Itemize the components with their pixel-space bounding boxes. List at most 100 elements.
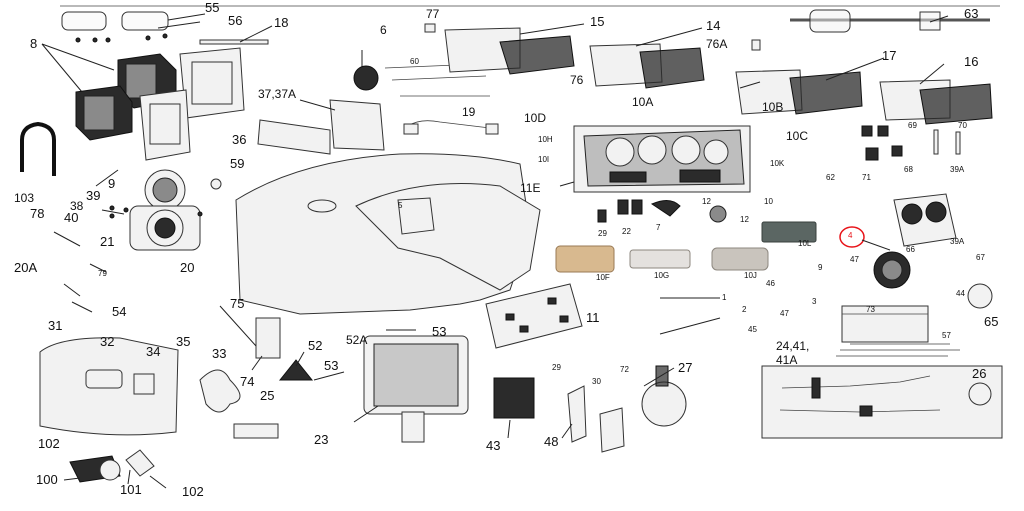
label-9[interactable]: 9 — [108, 176, 116, 191]
label-40[interactable]: 40 — [64, 210, 79, 225]
label-60[interactable]: 60 — [410, 57, 419, 66]
label-43[interactable]: 43 — [486, 438, 501, 453]
label-39a-right[interactable]: 39A — [950, 237, 965, 246]
label-72[interactable]: 72 — [620, 365, 629, 374]
part-10l-photo — [761, 221, 817, 243]
label-10f[interactable]: 10F — [596, 273, 610, 282]
label-10[interactable]: 10 — [764, 197, 773, 206]
label-39[interactable]: 39 — [86, 188, 101, 203]
label-65[interactable]: 65 — [984, 314, 999, 329]
label-46[interactable]: 46 — [766, 279, 775, 288]
label-20[interactable]: 20 — [180, 260, 195, 275]
label-103[interactable]: 103 — [14, 191, 35, 205]
label-1[interactable]: 1 — [722, 293, 727, 302]
label-30[interactable]: 30 — [592, 377, 601, 386]
label-69[interactable]: 69 — [908, 121, 917, 130]
label-39a-top[interactable]: 39A — [950, 165, 965, 174]
label-15[interactable]: 15 — [590, 14, 605, 29]
label-12a[interactable]: 12 — [702, 197, 711, 206]
label-75[interactable]: 75 — [230, 296, 245, 311]
label-10i[interactable]: 10I — [538, 155, 550, 164]
label-45[interactable]: 45 — [748, 325, 757, 334]
label-41a[interactable]: 41A — [776, 353, 798, 367]
label-71[interactable]: 71 — [862, 173, 871, 182]
label-78[interactable]: 78 — [30, 206, 45, 221]
label-10l[interactable]: 10L — [798, 239, 812, 248]
label-23[interactable]: 23 — [314, 432, 329, 447]
label-26[interactable]: 26 — [972, 366, 987, 381]
label-44[interactable]: 44 — [956, 289, 965, 298]
label-101[interactable]: 101 — [120, 482, 142, 497]
label-5[interactable]: 5 — [398, 201, 403, 210]
label-67[interactable]: 67 — [976, 253, 985, 262]
label-102b[interactable]: 102 — [182, 484, 204, 499]
label-56[interactable]: 56 — [228, 13, 243, 28]
label-2[interactable]: 2 — [742, 305, 747, 314]
label-36[interactable]: 36 — [232, 132, 247, 147]
label-59[interactable]: 59 — [230, 156, 245, 171]
label-20a[interactable]: 20A — [14, 260, 38, 275]
label-63[interactable]: 63 — [964, 6, 979, 21]
label-8[interactable]: 8 — [30, 36, 38, 51]
label-47b[interactable]: 47 — [780, 309, 789, 318]
label-7[interactable]: 7 — [656, 223, 661, 232]
label-17[interactable]: 17 — [882, 48, 897, 63]
label-10j[interactable]: 10J — [744, 271, 757, 280]
label-48[interactable]: 48 — [544, 434, 559, 449]
label-76[interactable]: 76 — [570, 73, 584, 87]
label-77[interactable]: 77 — [426, 7, 440, 21]
label-10b[interactable]: 10B — [762, 100, 784, 114]
label-2441[interactable]: 24,41, — [776, 339, 810, 353]
label-68[interactable]: 68 — [904, 165, 913, 174]
label-57[interactable]: 57 — [942, 331, 951, 340]
part-71-relays — [861, 125, 961, 161]
label-34[interactable]: 34 — [146, 344, 161, 359]
label-25[interactable]: 25 — [260, 388, 275, 403]
label-73[interactable]: 73 — [866, 305, 875, 314]
label-76a[interactable]: 76A — [706, 37, 728, 51]
label-79[interactable]: 79 — [98, 269, 107, 278]
label-52a[interactable]: 52A — [346, 333, 368, 347]
label-19[interactable]: 19 — [462, 105, 476, 119]
label-9b[interactable]: 9 — [818, 263, 823, 272]
label-37[interactable]: 37,37A — [258, 87, 297, 101]
label-10d[interactable]: 10D — [524, 111, 547, 125]
label-38[interactable]: 38 — [70, 199, 84, 213]
label-12b[interactable]: 12 — [740, 215, 749, 224]
label-52[interactable]: 52 — [308, 338, 323, 353]
label-100[interactable]: 100 — [36, 472, 58, 487]
label-29a[interactable]: 29 — [598, 229, 607, 238]
label-62[interactable]: 62 — [826, 173, 835, 182]
label-33[interactable]: 33 — [212, 346, 227, 361]
label-21[interactable]: 21 — [100, 234, 115, 249]
label-31[interactable]: 31 — [48, 318, 63, 333]
label-47a[interactable]: 47 — [850, 255, 859, 264]
label-10k[interactable]: 10K — [770, 159, 785, 168]
label-27[interactable]: 27 — [678, 360, 693, 375]
label-32[interactable]: 32 — [100, 334, 115, 349]
leader-lines — [53, 15, 949, 489]
label-3[interactable]: 3 — [812, 297, 817, 306]
label-10c[interactable]: 10C — [786, 129, 809, 143]
label-11e[interactable]: 11E — [520, 181, 541, 195]
label-14[interactable]: 14 — [706, 18, 721, 33]
label-35[interactable]: 35 — [176, 334, 191, 349]
label-18[interactable]: 18 — [274, 15, 289, 30]
label-53a[interactable]: 53 — [432, 324, 447, 339]
label-10g[interactable]: 10G — [654, 271, 670, 280]
label-66[interactable]: 66 — [906, 245, 915, 254]
label-10h[interactable]: 10H — [538, 135, 553, 144]
label-54[interactable]: 54 — [112, 304, 127, 319]
label-29b[interactable]: 29 — [552, 363, 561, 372]
label-4[interactable]: 4 — [848, 231, 853, 240]
label-22[interactable]: 22 — [622, 227, 631, 236]
label-74[interactable]: 74 — [240, 374, 255, 389]
label-55[interactable]: 55 — [205, 0, 220, 15]
label-53b[interactable]: 53 — [324, 358, 339, 373]
label-11[interactable]: 11 — [586, 310, 600, 325]
label-102a[interactable]: 102 — [38, 436, 60, 451]
label-6[interactable]: 6 — [380, 23, 387, 37]
label-16[interactable]: 16 — [964, 54, 979, 69]
label-10a[interactable]: 10A — [632, 95, 654, 109]
label-70[interactable]: 70 — [958, 121, 967, 130]
